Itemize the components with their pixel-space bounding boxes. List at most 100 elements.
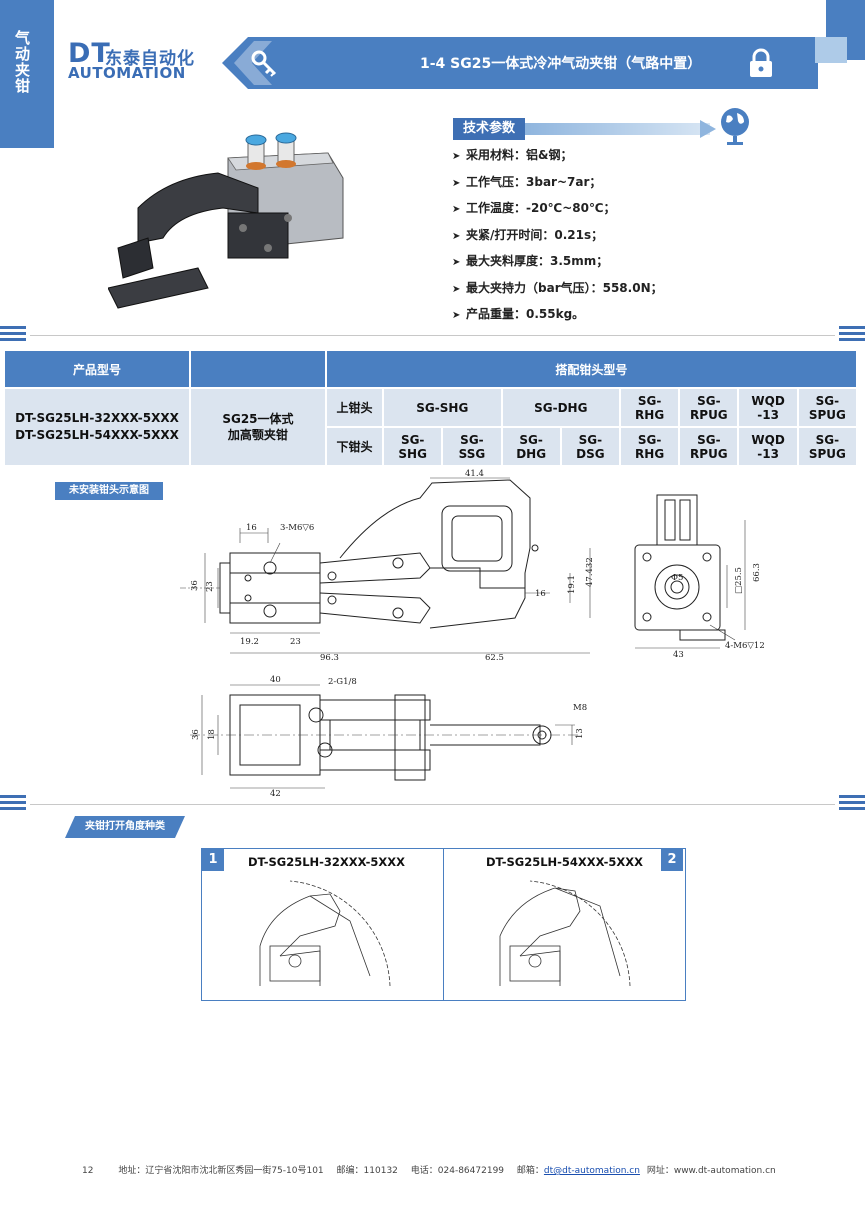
menu-lines-icon xyxy=(0,795,26,811)
dim-label: 16 xyxy=(246,523,257,533)
table-cell: SG- SPUG xyxy=(798,389,856,426)
footer: 12 地址：辽宁省沈阳市沈北新区秀园一街75-10号101 邮编：110132 … xyxy=(82,1163,776,1176)
table-cell: SG- SPUG xyxy=(798,428,856,465)
dim-label: 96.3 xyxy=(320,653,339,663)
table-cell: SG- RHG xyxy=(621,428,679,465)
page-title: 1-4 SG25一体式冷冲气动夹钳（气路中置） xyxy=(420,56,702,72)
technical-drawing-front: 43 □25.5 66.3 4-M6▽12 Φ5 xyxy=(634,494,765,660)
angle-box-2 xyxy=(443,848,686,1001)
table-cell: SG-DHG xyxy=(502,389,619,426)
dim-label: Φ5 xyxy=(671,573,683,583)
table-cell: SG- DHG xyxy=(502,428,560,465)
chevron-right-icon: ➤ xyxy=(452,310,461,321)
tech-params-heading: 技术参数 xyxy=(453,118,525,140)
row-label-upper: 上钳头 xyxy=(326,389,383,426)
angle-box-1 xyxy=(201,848,445,1001)
footer-address: 地址：辽宁省沈阳市沈北新区秀园一街75-10号101 xyxy=(118,1166,324,1176)
model-number: DT-SG25LH-32XXX-5XXX xyxy=(15,411,179,425)
key-icon xyxy=(251,50,277,77)
globe-icon xyxy=(721,108,749,145)
angle-number: 1 xyxy=(202,849,224,871)
table-cell: SG- RPUG xyxy=(680,389,738,426)
param-item: ➤工作气压：3bar~7ar； xyxy=(452,173,663,200)
dim-label: 23 xyxy=(205,581,215,592)
dim-label: 42 xyxy=(270,789,281,799)
row-label-lower: 下钳头 xyxy=(326,428,383,465)
dim-label: 4-M6▽12 xyxy=(725,641,765,651)
param-item: ➤工作温度：-20℃~80℃； xyxy=(452,199,663,226)
dim-label: 18 xyxy=(207,729,217,740)
param-item: ➤产品重量：0.55kg。 xyxy=(452,305,663,332)
section-divider xyxy=(30,335,835,336)
dim-label: 62.5 xyxy=(485,653,504,663)
param-item: ➤采用材料：铝&钢； xyxy=(452,146,663,173)
chevron-right-icon: ➤ xyxy=(452,283,461,295)
angle-model: DT-SG25LH-32XXX-5XXX xyxy=(248,855,405,869)
header-blank xyxy=(190,351,325,387)
section-divider xyxy=(30,804,835,805)
model-number: DT-SG25LH-54XXX-5XXX xyxy=(15,428,179,442)
corner-decoration-light xyxy=(815,37,847,63)
product-image xyxy=(108,132,344,309)
param-item: ➤夹紧/打开时间：0.21s； xyxy=(452,226,663,253)
dim-label: 19.2 xyxy=(240,637,259,647)
chevron-right-icon: ➤ xyxy=(452,151,461,162)
desc-cell: SG25一体式 加高颚夹钳 xyxy=(190,389,325,465)
table-cell: SG- SHG xyxy=(384,428,442,465)
model-cell: DT-SG25LH-32XXX-5XXX DT-SG25LH-54XXX-5XX… xyxy=(5,389,189,465)
dim-label: 2-G1/8 xyxy=(328,677,357,687)
dim-label: 41.4 xyxy=(465,469,484,479)
dim-label: 23 xyxy=(290,637,301,647)
table-cell: WQD -13 xyxy=(739,428,797,465)
footer-phone: 电话：024-86472199 xyxy=(410,1166,505,1176)
title-banner xyxy=(222,37,818,89)
angle-drawing-1 xyxy=(259,880,391,987)
angle-label: 夹钳打开角度种类 xyxy=(85,821,165,832)
table-cell: WQD -13 xyxy=(739,389,797,426)
dim-label: 3-M6▽6 xyxy=(280,523,314,533)
dim-label: 13 xyxy=(575,728,585,739)
footer-web: 网址：www.dt-automation.cn xyxy=(646,1166,776,1176)
dim-label: 19.1 xyxy=(567,575,577,594)
footer-email-link[interactable]: dt@dt-automation.cn xyxy=(543,1166,640,1176)
angle-number: 2 xyxy=(661,849,683,871)
tech-params-bar xyxy=(525,123,710,135)
chevron-right-icon: ➤ xyxy=(452,257,461,268)
dim-label: 36 xyxy=(191,729,201,740)
param-item: ➤最大夹持力（bar气压）：558.0N； xyxy=(452,279,663,306)
page-number: 12 xyxy=(82,1166,94,1176)
dim-label: 43 xyxy=(673,650,684,660)
spec-table: 产品型号 搭配钳头型号 DT-SG25LH-32XXX-5XXX DT-SG25… xyxy=(3,349,858,467)
chevron-right-icon: ➤ xyxy=(452,204,461,215)
dim-label: 47.432 xyxy=(585,557,595,587)
desc-line: 加高颚夹钳 xyxy=(227,428,288,442)
lock-icon xyxy=(750,48,772,77)
table-cell: SG- RPUG xyxy=(680,428,738,465)
side-category-tab: 气动夹钳 xyxy=(0,0,54,148)
table-cell: SG- DSG xyxy=(561,428,619,465)
logo-english: AUTOMATION xyxy=(68,64,186,82)
logo-brand: DT xyxy=(68,38,111,69)
technical-drawing-side: 16 3-M6▽6 41.4 36 23 19.2 23 96.3 62.5 1… xyxy=(180,469,595,663)
angle-label-shape xyxy=(65,816,185,838)
dim-label: 36 xyxy=(190,580,200,591)
table-cell: SG- SSG xyxy=(443,428,501,465)
drawing-label: 未安装钳头示意图 xyxy=(55,482,163,500)
arrow-right-icon xyxy=(700,120,716,138)
param-item: ➤最大夹料厚度：3.5mm； xyxy=(452,252,663,279)
footer-email-label: 邮箱： xyxy=(516,1166,544,1176)
header-model: 产品型号 xyxy=(5,351,189,387)
tech-params-list: ➤采用材料：铝&钢； ➤工作气压：3bar~7ar； ➤工作温度：-20℃~80… xyxy=(452,146,663,332)
footer-postcode: 邮编：110132 xyxy=(336,1166,398,1176)
dim-label: □25.5 xyxy=(734,567,744,594)
side-tab-label: 气动夹钳 xyxy=(13,30,31,94)
menu-lines-icon xyxy=(839,326,865,342)
menu-lines-icon xyxy=(839,795,865,811)
angle-drawing-2 xyxy=(499,880,631,987)
chevron-right-icon: ➤ xyxy=(452,177,461,189)
dim-label: M8 xyxy=(573,703,587,713)
logo-chinese: 东泰自动化 xyxy=(105,49,195,69)
angle-model: DT-SG25LH-54XXX-5XXX xyxy=(486,855,643,869)
desc-line: SG25一体式 xyxy=(222,412,294,426)
dim-label: 66.3 xyxy=(752,563,762,582)
